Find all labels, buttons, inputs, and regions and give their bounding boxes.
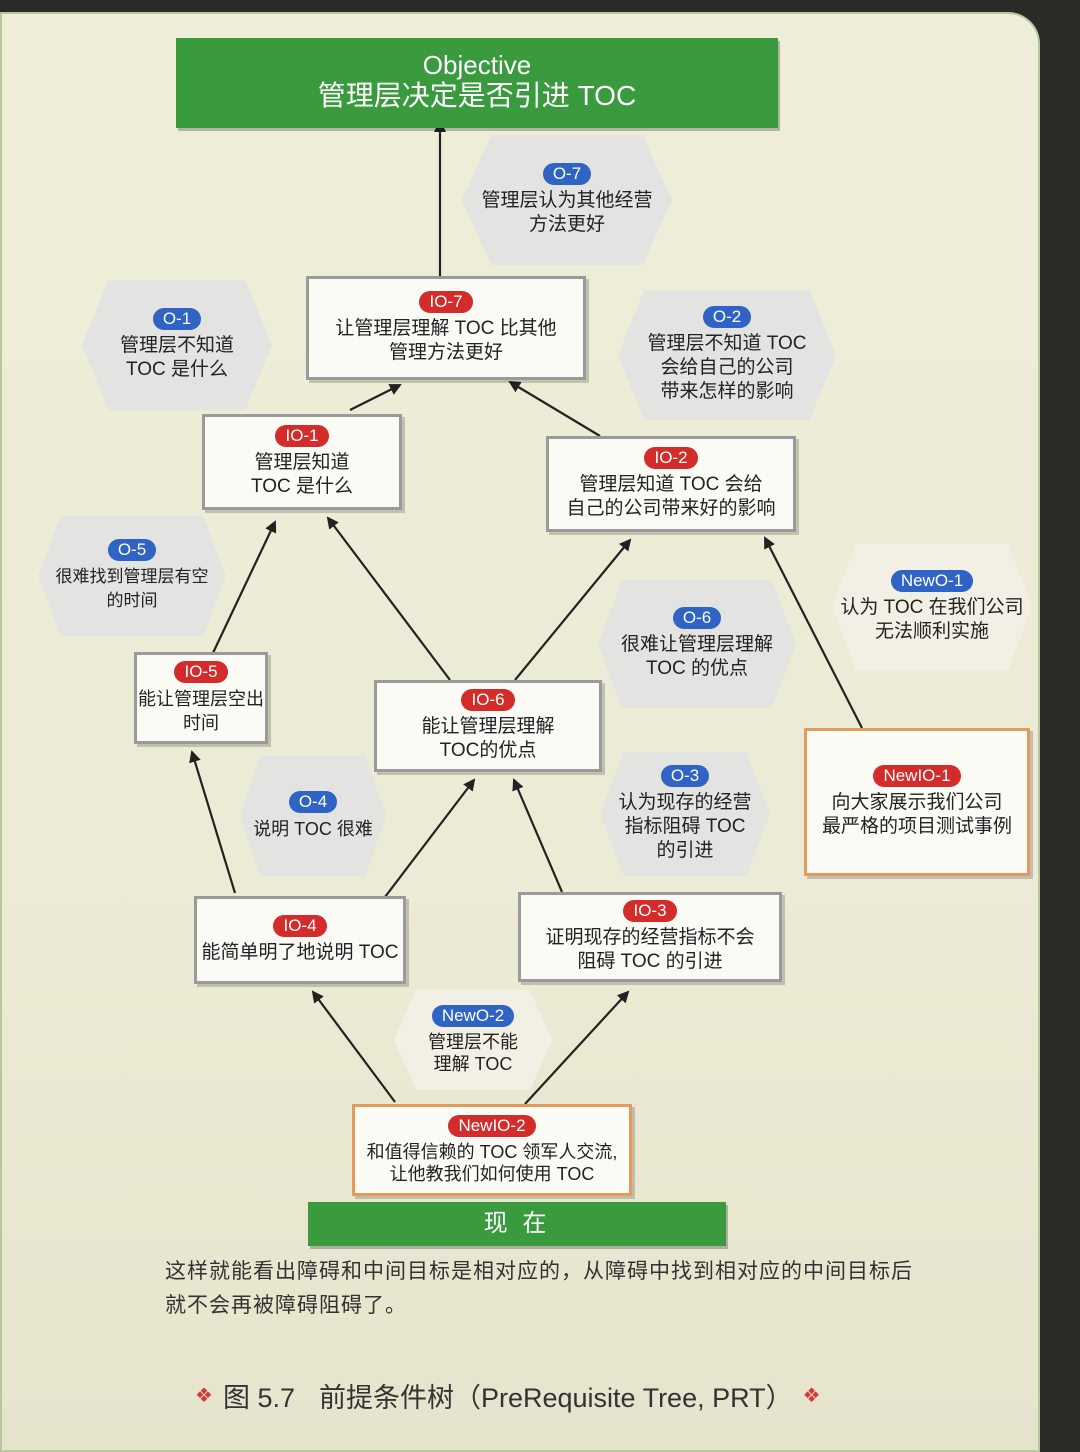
intermediate-io7: IO-7 让管理层理解 TOC 比其他 管理方法更好	[306, 276, 586, 380]
badge-o6: O-6	[672, 607, 722, 629]
now-label: 现 在	[483, 1210, 551, 1237]
text-o6: 很难让管理层理解 TOC 的优点	[620, 634, 773, 679]
intermediate-io4: IO-4 能简单明了地说明 TOC	[194, 896, 406, 984]
figure-number: 图 5.7	[222, 1383, 295, 1413]
intermediate-io3: IO-3 证明现存的经营指标不会 阻碍 TOC 的引进	[518, 892, 782, 982]
badge-o1: O-1	[152, 308, 202, 330]
obstacle-o5: O-5 很难找到管理层有空 的时间	[38, 516, 226, 636]
badge-io2: IO-2	[644, 447, 698, 469]
arrow-io6-io1	[326, 516, 451, 681]
badge-o5: O-5	[107, 539, 157, 561]
text-io5: 能让管理层空出 时间	[138, 689, 264, 733]
intermediate-io2: IO-2 管理层知道 TOC 会给 自己的公司带来好的影响	[546, 436, 796, 532]
obstacle-o3: O-3 认为现存的经营 指标阻碍 TOC 的引进	[600, 752, 770, 876]
text-newo2: 管理层不能 理解 TOC	[428, 1032, 518, 1074]
text-o5: 很难找到管理层有空 的时间	[55, 567, 209, 610]
arrow-newio2-io4	[311, 990, 396, 1103]
obstacle-o4: O-4 说明 TOC 很难	[240, 756, 386, 876]
obstacle-newo1: NewO-1 认为 TOC 在我们公司 无法顺利实施	[832, 544, 1032, 670]
obstacle-newo2: NewO-2 管理层不能 理解 TOC	[394, 990, 552, 1090]
text-io3: 证明现存的经营指标不会 阻碍 TOC 的引进	[545, 927, 755, 972]
badge-newio2: NewIO-2	[448, 1115, 536, 1137]
badge-io4: IO-4	[273, 915, 327, 937]
arrow-io3-io6	[512, 778, 564, 893]
arrow-newio1-io2	[764, 536, 863, 729]
obstacle-o1: O-1 管理层不知道 TOC 是什么	[82, 280, 272, 410]
arrow-io5-io1	[211, 520, 277, 656]
badge-io3: IO-3	[623, 900, 677, 922]
text-o2: 管理层不知道 TOC 会给自己的公司 带来怎样的影响	[647, 333, 807, 402]
arrow-io4-io5	[189, 750, 237, 894]
badge-io6: IO-6	[461, 689, 515, 711]
caption-paragraph: 这样就能看出障碍和中间目标是相对应的，从障碍中找到相对应的中间目标后就不会再被障…	[165, 1260, 913, 1317]
obstacle-o7: O-7 管理层认为其他经营 方法更好	[462, 135, 672, 265]
arrow-io2-io7	[508, 380, 601, 437]
badge-o7: O-7	[542, 163, 592, 185]
badge-io7: IO-7	[419, 291, 473, 313]
badge-newo2: NewO-2	[431, 1005, 515, 1027]
badge-io5: IO-5	[174, 661, 228, 683]
intermediate-io1: IO-1 管理层知道 TOC 是什么	[202, 414, 402, 510]
intermediate-newio1: NewIO-1 向大家展示我们公司 最严格的项目测试事例	[804, 728, 1030, 876]
arrow-io6-io2	[514, 538, 632, 681]
text-io7: 让管理层理解 TOC 比其他 管理方法更好	[335, 318, 557, 363]
text-io1: 管理层知道 TOC 是什么	[250, 452, 354, 497]
badge-io1: IO-1	[275, 425, 329, 447]
arrow-io4-io6	[384, 778, 476, 898]
now-banner: 现 在	[308, 1202, 726, 1246]
badge-o2: O-2	[702, 306, 752, 328]
arrow-newio2-io3	[524, 990, 630, 1105]
intermediate-io6: IO-6 能让管理层理解 TOC的优点	[374, 680, 602, 772]
figure-caption: ❖ 图 5.7 前提条件树（PreRequisite Tree, PRT） ❖	[185, 1376, 905, 1415]
objective-banner: Objective 管理层决定是否引进 TOC	[176, 38, 778, 128]
text-o7: 管理层认为其他经营 方法更好	[481, 190, 653, 235]
badge-newio1: NewIO-1	[873, 765, 961, 787]
badge-newo1: NewO-1	[890, 570, 974, 592]
obstacle-o2: O-2 管理层不知道 TOC 会给自己的公司 带来怎样的影响	[618, 290, 836, 420]
diamond-ornament-icon: ❖	[195, 1385, 213, 1407]
intermediate-io5: IO-5 能让管理层空出 时间	[134, 652, 268, 744]
obstacle-o6: O-6 很难让管理层理解 TOC 的优点	[598, 580, 796, 708]
text-newio1: 向大家展示我们公司 最严格的项目测试事例	[821, 792, 1012, 837]
text-io6: 能让管理层理解 TOC的优点	[421, 716, 555, 761]
objective-subtitle: 管理层决定是否引进 TOC	[317, 80, 637, 111]
text-o1: 管理层不知道 TOC 是什么	[119, 335, 234, 380]
objective-title: Objective	[422, 50, 532, 80]
text-newo1: 认为 TOC 在我们公司 无法顺利实施	[840, 597, 1024, 642]
arrow-io1-io7	[349, 384, 402, 411]
badge-o4: O-4	[288, 791, 338, 813]
figure-title: 前提条件树（PreRequisite Tree, PRT）	[318, 1383, 793, 1413]
text-io2: 管理层知道 TOC 会给 自己的公司带来好的影响	[566, 474, 776, 519]
text-newio2: 和值得信赖的 TOC 领军人交流, 让他教我们如何使用 TOC	[366, 1142, 618, 1184]
text-io4: 能简单明了地说明 TOC	[201, 942, 399, 963]
diamond-ornament-icon: ❖	[802, 1385, 821, 1407]
intermediate-newio2: NewIO-2 和值得信赖的 TOC 领军人交流, 让他教我们如何使用 TOC	[352, 1104, 632, 1196]
text-o4: 说明 TOC 很难	[253, 819, 373, 839]
badge-o3: O-3	[660, 765, 710, 787]
text-o3: 认为现存的经营 指标阻碍 TOC 的引进	[618, 792, 752, 861]
